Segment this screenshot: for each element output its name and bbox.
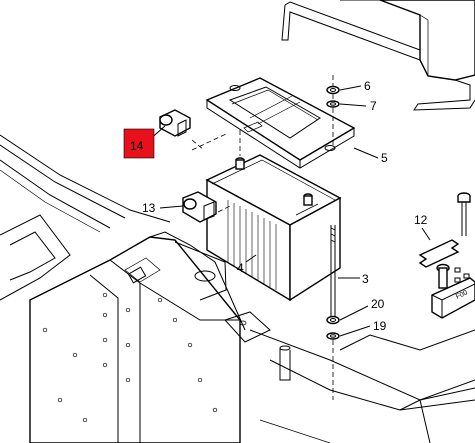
bolt [457, 192, 471, 236]
fuse-block-label: F00 [455, 289, 469, 300]
battery-tray [205, 77, 356, 169]
washer-7 [326, 100, 340, 108]
nut-6 [326, 85, 340, 95]
washer-19 [326, 332, 340, 340]
callout-13: 13 [142, 201, 156, 215]
callout-6: 6 [364, 79, 371, 93]
nut-20 [326, 315, 340, 325]
terminal-clamp-13 [182, 191, 217, 223]
callout-5: 5 [381, 151, 388, 165]
callout-3: 3 [362, 272, 369, 286]
callout-7: 7 [370, 99, 377, 113]
callout-labels: 14 13 6 7 5 4 3 12 20 19 [130, 79, 428, 333]
callout-12: 12 [414, 213, 428, 227]
callout-14-highlight [123, 128, 155, 159]
battery [205, 154, 342, 302]
callout-4: 4 [237, 261, 244, 275]
fuse-block: F00 [431, 263, 475, 319]
battery-vents [227, 200, 277, 290]
hold-down-rod [330, 225, 336, 320]
upper-frame-bracket [281, 0, 475, 111]
leader-lines [147, 85, 431, 337]
callout-19: 19 [373, 319, 387, 333]
callout-20: 20 [371, 297, 385, 311]
fuse-strip-12 [418, 239, 460, 268]
terminal-clamp-14 [159, 109, 191, 137]
chassis-frame [0, 134, 475, 443]
chassis-holes [42, 292, 218, 423]
callout-14: 14 [130, 139, 144, 153]
assembly-lines [191, 75, 334, 400]
